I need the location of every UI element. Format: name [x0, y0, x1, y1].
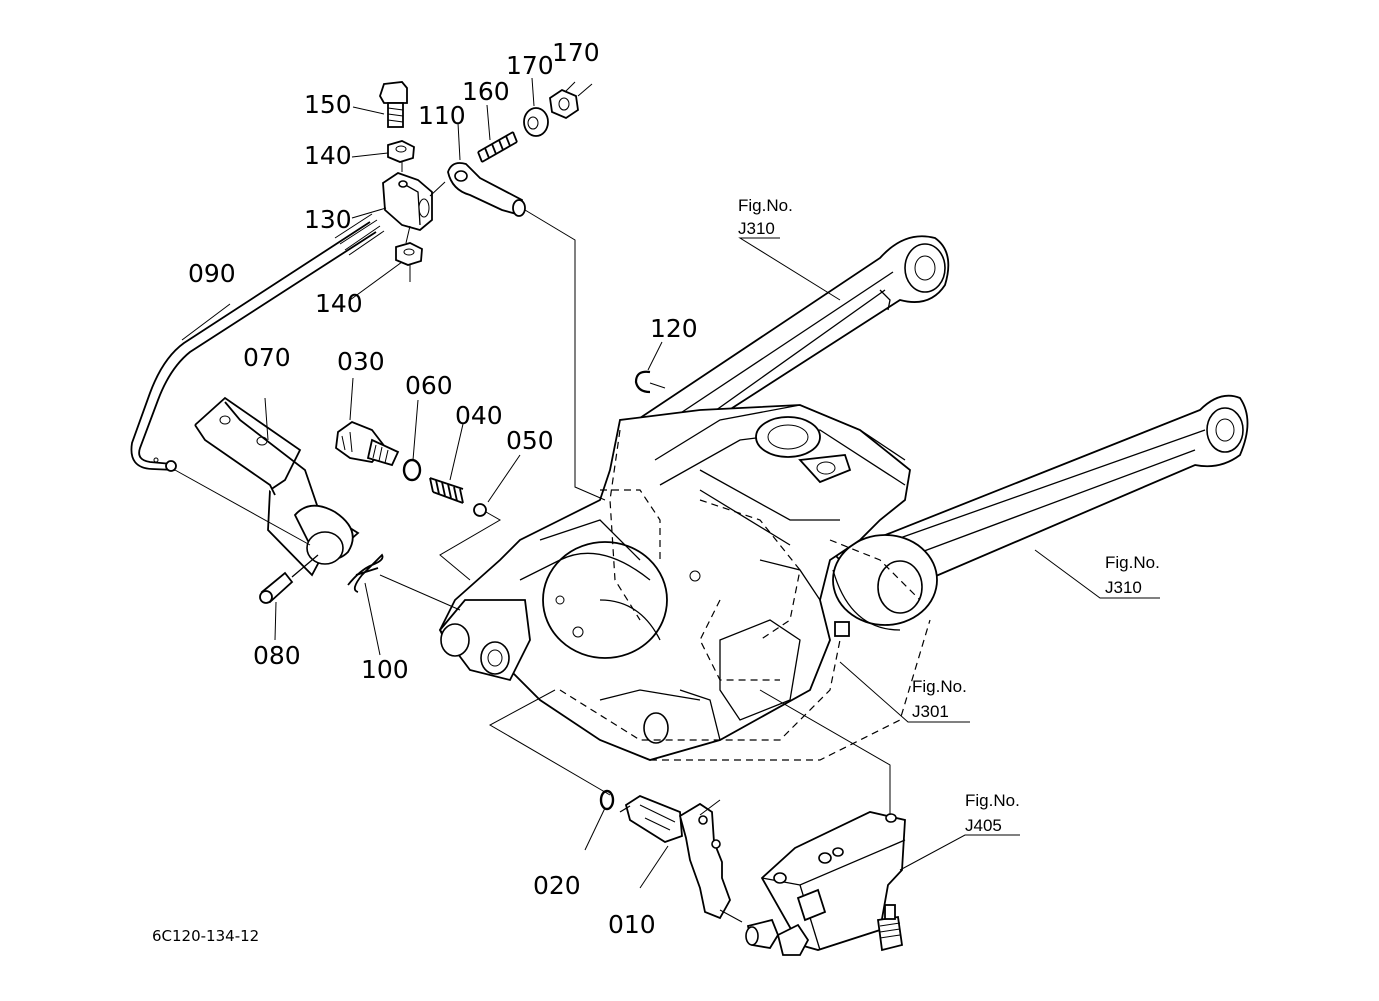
fig-ref-label: Fig.No. — [965, 791, 1020, 810]
callout-170-left: 170 — [506, 51, 554, 80]
callout-070: 070 — [243, 343, 291, 372]
part-100-clip — [347, 553, 384, 593]
fig-ref-number: J310 — [738, 219, 775, 238]
part-070-bracket — [194, 396, 360, 577]
fig-ref-label: Fig.No. — [1105, 553, 1160, 572]
callout-100: 100 — [361, 655, 409, 684]
fig-ref-number: J310 — [1105, 578, 1142, 597]
part-040-spring — [429, 477, 464, 504]
part-160-spring — [477, 131, 518, 163]
fig-ref-j301: Fig.No. J301 — [912, 677, 967, 721]
fig-ref-j310-upper: Fig.No. J310 — [738, 196, 793, 238]
callout-140-bottom: 140 — [315, 289, 363, 318]
part-170-nut — [549, 88, 579, 120]
leader-lines — [174, 77, 1160, 923]
part-150-bolt — [379, 81, 408, 128]
part-120-snap-ring — [634, 370, 651, 394]
part-170-washer — [523, 107, 549, 137]
callout-020: 020 — [533, 871, 581, 900]
control-valve-block — [745, 811, 906, 956]
part-080-pin — [259, 554, 319, 604]
part-110-rod-end — [447, 162, 526, 217]
part-020-oring — [599, 789, 615, 811]
fig-ref-label: Fig.No. — [738, 196, 793, 215]
callout-030: 030 — [337, 347, 385, 376]
callout-090: 090 — [188, 259, 236, 288]
callout-120: 120 — [650, 314, 698, 343]
callout-140-top: 140 — [304, 141, 352, 170]
callout-170-right: 170 — [552, 38, 600, 67]
callout-060: 060 — [405, 371, 453, 400]
fig-ref-number: J405 — [965, 816, 1002, 835]
fig-ref-j310-right: Fig.No. J310 — [1105, 553, 1160, 597]
part-030-plug — [335, 420, 400, 467]
callout-010: 010 — [608, 910, 656, 939]
callout-080: 080 — [253, 641, 301, 670]
part-130-yoke — [382, 172, 433, 231]
fig-ref-label: Fig.No. — [912, 677, 967, 696]
callout-110: 110 — [418, 101, 466, 130]
part-140-nut-bottom — [395, 242, 423, 266]
part-140-nut-top — [387, 140, 415, 163]
callout-040: 040 — [455, 401, 503, 430]
lift-arm-lower — [832, 394, 1249, 631]
callout-150: 150 — [304, 90, 352, 119]
part-090-rod — [130, 213, 385, 472]
callout-160: 160 — [462, 77, 510, 106]
callout-130: 130 — [304, 205, 352, 234]
part-060-oring — [402, 458, 422, 482]
fig-ref-j405: Fig.No. J405 — [965, 791, 1020, 835]
fig-ref-number: J301 — [912, 702, 949, 721]
hydraulic-lift-housing — [438, 404, 931, 761]
part-010-lever-shaft — [619, 794, 731, 920]
drawing-code: 6C120-134-12 — [152, 927, 259, 945]
callouts: 150 140 130 140 110 160 170 170 090 070 … — [188, 38, 698, 939]
part-050-ball — [473, 503, 487, 517]
callout-050: 050 — [506, 426, 554, 455]
